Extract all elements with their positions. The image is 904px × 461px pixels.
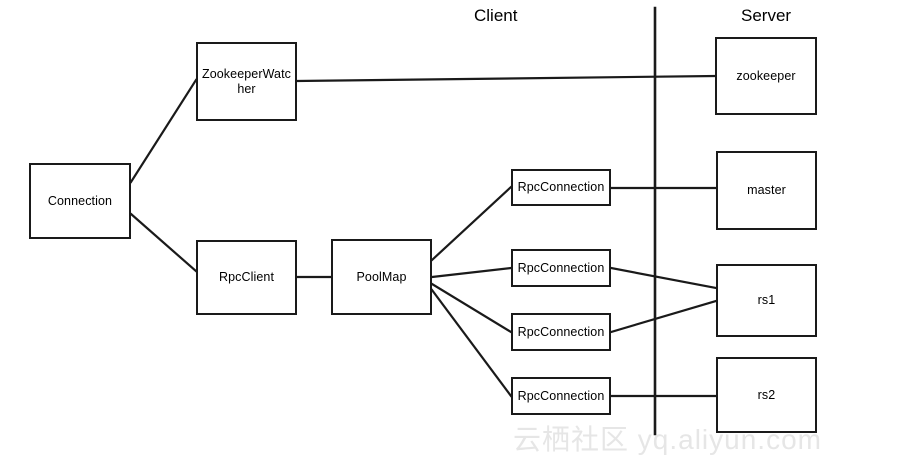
edge-connection-to-zookeeperwatcher xyxy=(129,78,198,184)
node-rpcclient[interactable]: RpcClient xyxy=(196,240,297,315)
node-label-zookeeperwatcher: ZookeeperWatcher xyxy=(201,66,292,96)
zone-label-client: Client xyxy=(474,6,518,25)
edge-poolmap-to-rpcconnection-2 xyxy=(430,266,513,279)
edge-poolmap-to-rpcconnection-1 xyxy=(430,185,513,262)
edge-poolmap-to-rpcconnection-3 xyxy=(430,282,513,334)
node-rpcconnection-3[interactable]: RpcConnection xyxy=(511,313,611,351)
edge-connection-to-rpcclient xyxy=(129,212,199,274)
node-poolmap[interactable]: PoolMap xyxy=(331,239,432,315)
node-zookeeper[interactable]: zookeeper xyxy=(715,37,817,115)
node-connection[interactable]: Connection xyxy=(29,163,131,239)
node-zookeeperwatcher[interactable]: ZookeeperWatcher xyxy=(196,42,297,121)
edge-rpcconnection-3-to-rs1 xyxy=(609,299,718,334)
node-label-rpcclient: RpcClient xyxy=(218,270,275,284)
node-label-rpcconnection-3: RpcConnection xyxy=(517,324,605,339)
node-label-rpcconnection-4: RpcConnection xyxy=(517,388,605,403)
edge-zookeeperwatcher-to-zookeeper xyxy=(295,74,717,83)
node-label-rs1: rs1 xyxy=(757,293,776,307)
edge-rpcconnection-2-to-rs1 xyxy=(609,266,718,290)
edge-poolmap-to-rpcconnection-4 xyxy=(430,288,513,398)
node-label-poolmap: PoolMap xyxy=(356,269,407,284)
zone-label-server: Server xyxy=(741,6,792,25)
node-label-master: master xyxy=(747,183,786,197)
node-rpcconnection-4[interactable]: RpcConnection xyxy=(511,377,611,415)
node-label-connection: Connection xyxy=(47,193,113,208)
node-label-rpcconnection-2: RpcConnection xyxy=(517,260,605,275)
node-label-rpcconnection-1: RpcConnection xyxy=(517,180,605,194)
node-rs2[interactable]: rs2 xyxy=(716,357,817,433)
node-rpcconnection-1[interactable]: RpcConnection xyxy=(511,169,611,206)
node-label-rs2: rs2 xyxy=(757,387,776,402)
node-master[interactable]: master xyxy=(716,151,817,230)
node-label-zookeeper: zookeeper xyxy=(736,68,796,83)
node-rs1[interactable]: rs1 xyxy=(716,264,817,337)
node-rpcconnection-2[interactable]: RpcConnection xyxy=(511,249,611,287)
